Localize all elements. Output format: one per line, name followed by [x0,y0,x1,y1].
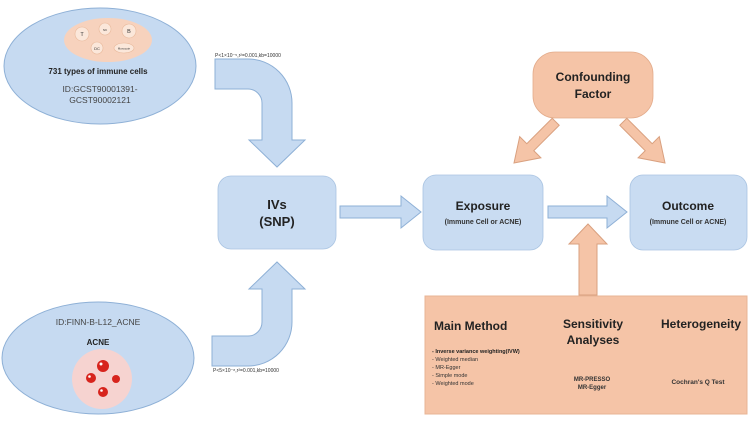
nk-cell-label: NK [103,28,107,32]
confounding-factor-label-line2: Factor [575,87,612,101]
main-method-item: - Weighted mode [432,381,474,387]
heterogeneity-item: Cochran's Q Test [671,379,725,386]
t-cell-icon [74,26,90,42]
b-cell-label: B [127,29,131,35]
exposure-title: Exposure [456,199,511,213]
acne-lesion-icon [97,360,109,372]
acne-to-ivs-arrow [211,261,307,367]
ivs-to-exposure-arrow [339,194,422,230]
main-method-item: - MR-Egger [432,365,461,371]
acne-lesion-icon [112,375,120,383]
immune-to-ivs-arrow [214,58,307,168]
nk-cell-icon [98,22,112,36]
immune-cells-title: 731 types of immune cells [48,67,148,76]
t-cell-label: T [80,32,84,38]
immune-cells-threshold: P<1×10⁻⁵,r²=0.001,kb=10000 [215,53,281,59]
main-method-title: Main Method [434,319,507,333]
sensitivity-analyses-item: MR-PRESSO [574,377,611,383]
sensitivity-analyses-title: Sensitivity [563,317,623,331]
sensitivity-analyses-title-line2: Analyses [567,333,620,347]
main-method-item: - Inverse variance weighting(IVW) [432,349,520,355]
acne-lesion-icon [86,373,96,383]
acne-id: ID:FINN-B-L12_ACNE [56,317,141,327]
outcome-box [629,174,748,251]
main-method-item: - Weighted median [432,357,478,363]
exposure-box [422,174,544,251]
outcome-title: Outcome [662,199,714,213]
dc-cell-label: DC [94,46,100,51]
confounding-factor-box [532,51,654,119]
immune-cells-id-line1: ID:GCST90001391- [62,84,137,94]
monocyte-cell-icon [113,42,135,54]
sensitivity-analyses-item: MR-Egger [578,385,607,391]
acne-title: ACNE [87,338,110,347]
ivs-sublabel: (SNP) [259,214,294,229]
heterogeneity-title: Heterogeneity [661,317,741,331]
acne-skin-picture [72,349,132,409]
b-cell-icon [121,23,137,39]
main-method-item: - Simple mode [432,373,467,379]
dc-cell-icon [90,41,104,55]
ivs-box [217,175,337,250]
ivs-label: IVs [267,197,287,212]
acne-lesion-highlight [100,389,103,392]
immune-cells-id-line2: GCST90002121 [69,95,131,105]
acne-lesion-highlight [88,375,91,378]
exposure-to-outcome-arrow [547,194,628,230]
outcome-subtitle: (Immune Cell or ACNE) [650,219,727,226]
methods-panel [424,295,748,415]
acne-lesion-icon [98,387,108,397]
acne-lesion-highlight [99,362,103,366]
confounding-factor-label: Confounding [556,70,631,84]
confounding-to-exposure-arrow [513,117,560,164]
monocyte-cell-label: Monocyte [118,47,131,51]
methods-to-exposure-arrow [567,223,609,296]
acne-threshold: P<5×10⁻⁸,r²=0.001,kb=10000 [213,368,279,374]
exposure-subtitle: (Immune Cell or ACNE) [445,219,522,226]
confounding-to-outcome-arrow [619,117,666,164]
